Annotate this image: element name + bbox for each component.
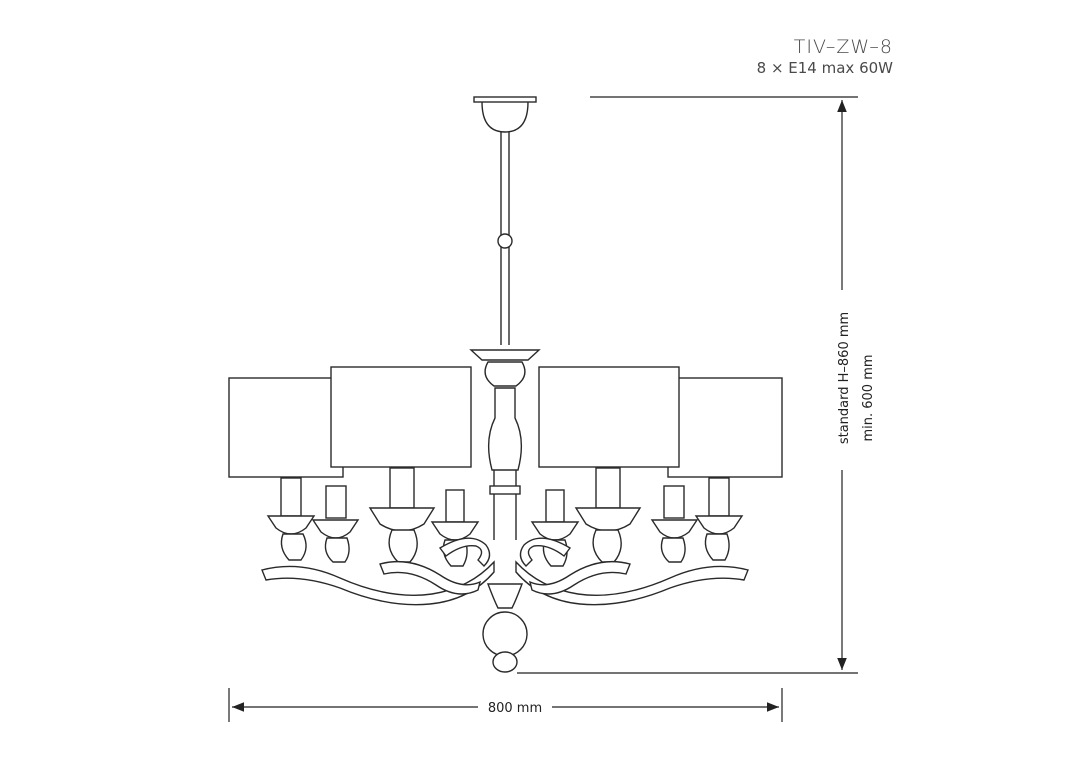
column-body	[487, 387, 523, 471]
rod-ball	[497, 233, 513, 249]
height-min-label: min. 600 mm	[861, 354, 876, 441]
finial-drop	[492, 651, 518, 673]
model-code: TIV–ZW–8	[793, 36, 893, 58]
dimension-lines	[228, 96, 858, 722]
ceiling-plate	[473, 96, 537, 103]
height-standard-label: standard H–860 mm	[837, 312, 852, 444]
candle-sockets	[280, 467, 730, 523]
chandelier-outline	[228, 96, 783, 673]
shade-left-front	[330, 366, 472, 468]
arms	[261, 537, 749, 606]
hub	[486, 583, 524, 609]
width-label: 800 mm	[488, 701, 542, 716]
bulb-spec: 8 × E14 max 60W	[756, 59, 893, 77]
finial-ball	[482, 611, 528, 657]
title-block: TIV–ZW–8 8 × E14 max 60W	[757, 36, 893, 78]
shade-left-outer	[228, 377, 344, 478]
column-collar	[484, 361, 526, 387]
candle-cups	[280, 529, 730, 567]
shade-right-outer	[667, 377, 783, 478]
canopy-cup	[481, 101, 529, 133]
column-ring	[489, 485, 521, 495]
column-cap	[469, 349, 541, 361]
shade-right-front	[538, 366, 680, 468]
